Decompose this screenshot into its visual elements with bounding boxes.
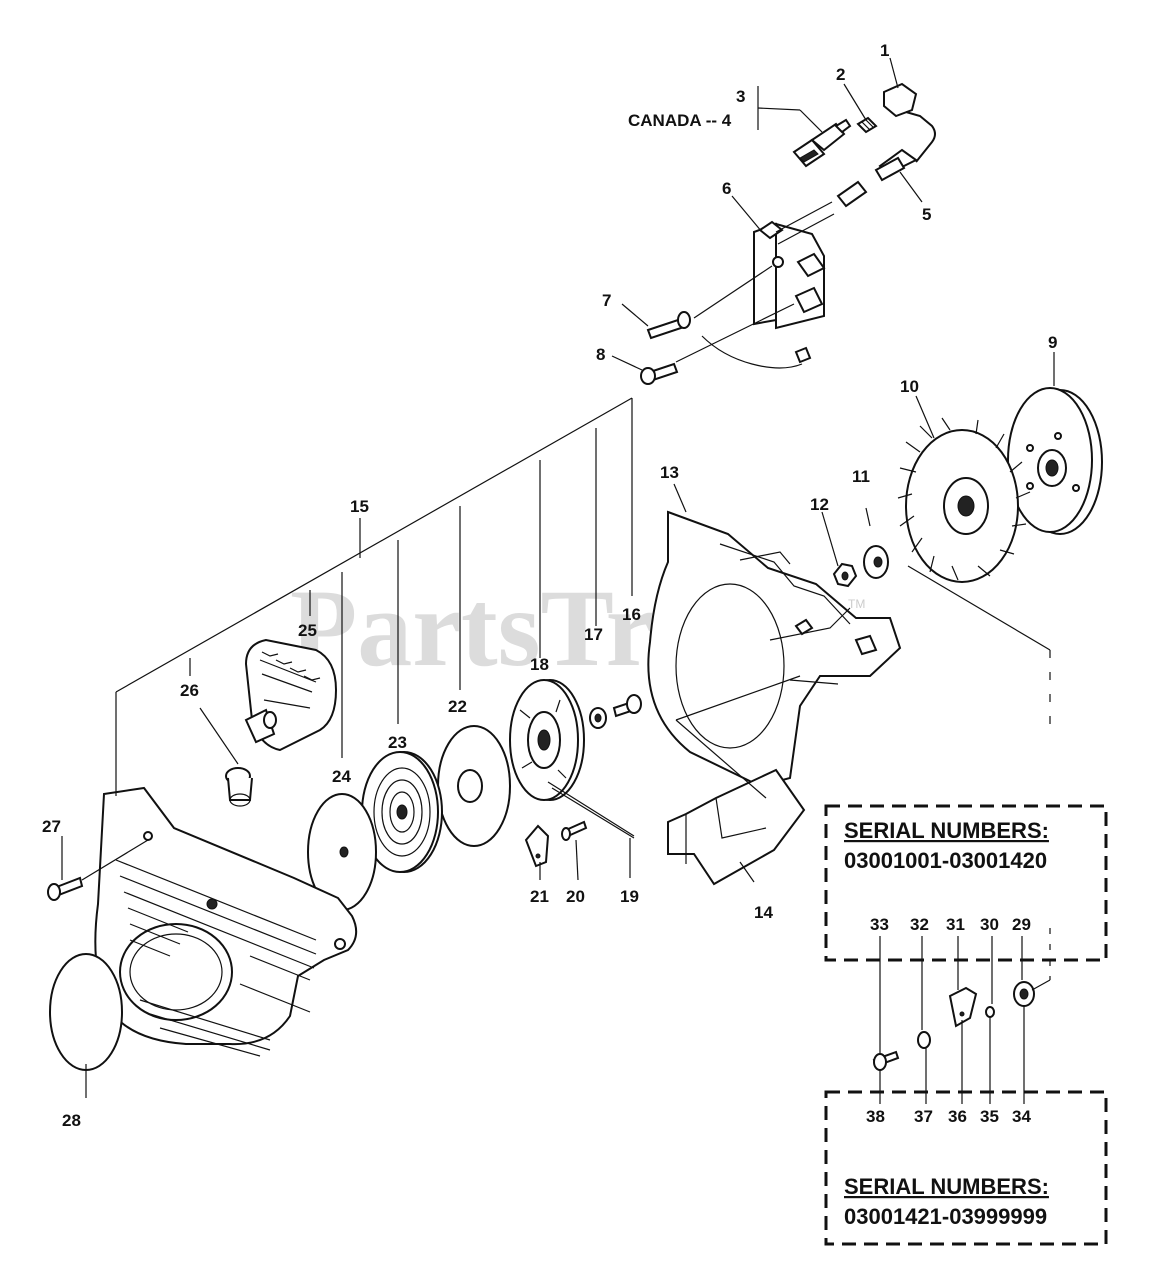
callout-3: 3 [736, 87, 745, 106]
rotor-fan[interactable] [897, 417, 1031, 583]
leader-lines [61, 57, 1055, 1104]
callout-19: 19 [620, 887, 639, 906]
callout-28: 28 [62, 1111, 81, 1130]
coil-screw-small[interactable] [646, 265, 773, 340]
pawl-36[interactable] [948, 986, 978, 1028]
flywheel[interactable] [1007, 387, 1103, 535]
serial-box-1-title: SERIAL NUMBERS: [844, 818, 1049, 843]
callout-29: 29 [1012, 915, 1031, 934]
callout-15: 15 [350, 497, 369, 516]
callout-1: 1 [880, 41, 889, 60]
trademark: TM [848, 597, 865, 611]
callout-34: 34 [1012, 1107, 1031, 1126]
callout-26: 26 [180, 681, 199, 700]
bolt-38[interactable] [872, 1050, 900, 1071]
starter-rope[interactable] [547, 781, 635, 839]
spring-washer[interactable] [863, 545, 889, 579]
starter-pawl[interactable] [524, 824, 550, 868]
callout-17: 17 [584, 625, 603, 644]
terminal-nut[interactable] [856, 116, 878, 134]
callout-30: 30 [980, 915, 999, 934]
reel-plate[interactable] [437, 725, 511, 847]
ignition-coil[interactable] [701, 201, 835, 369]
serial-box-1: SERIAL NUMBERS: 03001001-03001420 [824, 804, 1108, 962]
starter-handle[interactable] [244, 638, 338, 752]
callout-20: 20 [566, 887, 585, 906]
serial-box-2: SERIAL NUMBERS: 03001421-03999999 [824, 1090, 1108, 1246]
nut-34[interactable] [1013, 981, 1035, 1007]
starter-bolt[interactable] [612, 694, 642, 718]
washer-37[interactable] [917, 1031, 931, 1049]
callout-labels: 1 2 3 CANADA -- 4 5 6 7 8 9 10 11 12 13 … [42, 41, 1057, 1130]
callout-11: 11 [852, 467, 870, 486]
callout-27: 27 [42, 817, 61, 836]
callout-12: 12 [810, 495, 829, 514]
callout-38: 38 [866, 1107, 885, 1126]
flywheel-nut[interactable] [832, 562, 858, 588]
starter-cover-plate[interactable] [49, 953, 123, 1071]
callout-9: 9 [1048, 333, 1057, 352]
serial-box-1-range: 03001001-03001420 [844, 848, 1047, 873]
callout-14: 14 [754, 903, 773, 922]
callout-37: 37 [914, 1107, 933, 1126]
rope-reel[interactable] [509, 679, 585, 801]
pawl-screw[interactable] [561, 820, 588, 841]
coil-screw-large[interactable] [640, 303, 795, 385]
serial-box-2-range: 03001421-03999999 [844, 1204, 1047, 1229]
callout-32: 32 [910, 915, 929, 934]
washer-35[interactable] [985, 1006, 995, 1018]
rope-grommet[interactable] [225, 767, 253, 807]
callout-31: 31 [946, 915, 965, 934]
spark-plug-cap[interactable] [878, 82, 936, 176]
callout-6: 6 [722, 179, 731, 198]
callout-8: 8 [596, 345, 605, 364]
callout-24: 24 [332, 767, 351, 786]
callout-2: 2 [836, 65, 845, 84]
callout-25: 25 [298, 621, 317, 640]
callout-35: 35 [980, 1107, 999, 1126]
serial-box-2-title: SERIAL NUMBERS: [844, 1174, 1049, 1199]
callout-16: 16 [622, 605, 641, 624]
callout-13: 13 [660, 463, 679, 482]
callout-23: 23 [388, 733, 407, 752]
callout-5: 5 [922, 205, 931, 224]
starter-washer[interactable] [589, 707, 607, 729]
callout-33: 33 [870, 915, 889, 934]
fan-cover[interactable] [647, 510, 902, 788]
callout-21: 21 [530, 887, 549, 906]
air-guide-plate[interactable] [667, 768, 806, 886]
housing-bolt[interactable] [47, 839, 149, 901]
spark-plug[interactable] [792, 118, 852, 168]
callout-7: 7 [602, 291, 611, 310]
callout-36: 36 [948, 1107, 967, 1126]
callout-18: 18 [530, 655, 549, 674]
canada-label: CANADA -- 4 [628, 111, 732, 130]
callout-22: 22 [448, 697, 467, 716]
starter-housing[interactable] [94, 786, 358, 1057]
protective-tube[interactable] [836, 156, 906, 208]
callout-10: 10 [900, 377, 919, 396]
